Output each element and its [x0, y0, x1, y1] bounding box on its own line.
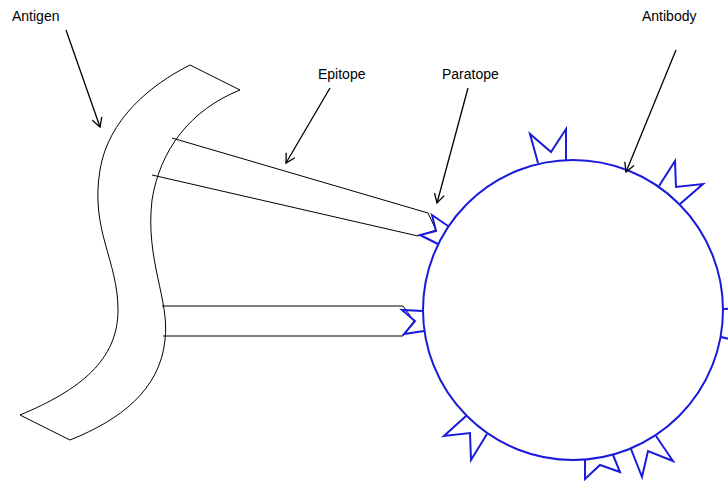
part-label: Paratope [442, 66, 499, 82]
part-label: Epitope [318, 66, 365, 82]
epitope-band [162, 306, 414, 336]
part-label: Antigen [12, 8, 59, 24]
antigen-shape [20, 65, 240, 440]
part-label: Antibody [642, 8, 696, 24]
antibody-circle [423, 160, 723, 460]
leader-arrows [66, 30, 676, 203]
epitope-band [152, 138, 436, 236]
antibody-spikes [402, 129, 728, 479]
